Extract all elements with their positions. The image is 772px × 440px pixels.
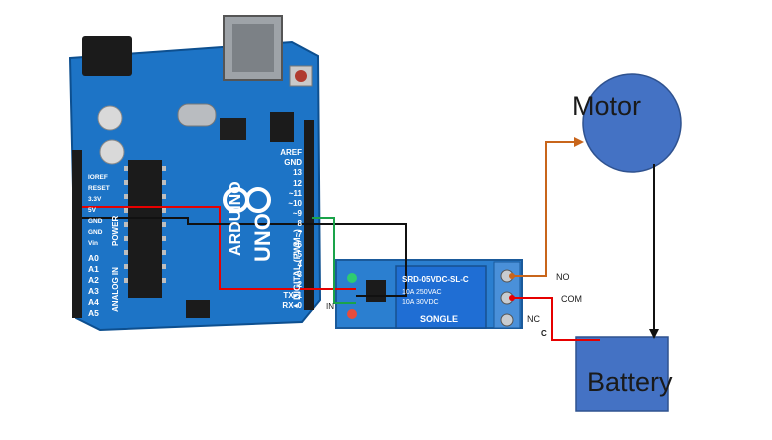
pin-label: RX◂0 [282, 300, 302, 310]
relay-no-label: NO [556, 272, 570, 282]
arrowhead-battery [649, 329, 659, 339]
arduino-model-text: UNO [250, 213, 275, 262]
pin-label: ~5 [292, 249, 302, 259]
led-red [347, 309, 357, 319]
arduino-brand-text: ARDUINO [227, 181, 244, 256]
pin-label: TX▸1 [283, 290, 302, 300]
power-label: POWER [111, 216, 120, 246]
pin-label: 3.3V [88, 196, 102, 203]
pin-label: ~3 [292, 270, 302, 280]
arrowhead-motor [574, 137, 584, 147]
dc-jack [82, 36, 132, 76]
pin-label: Vin [88, 240, 98, 247]
capacitor-2 [99, 139, 125, 165]
wire-orange-no-motor [512, 141, 582, 277]
pin-label: 5V [88, 207, 96, 214]
pin-label: A4 [88, 297, 99, 307]
motor-label: Motor [572, 91, 642, 121]
relay-model: SRD-05VDC-SL-C [402, 275, 469, 284]
pin-label: ~10 [288, 198, 302, 208]
relay-block [395, 265, 487, 329]
right-header [304, 120, 314, 310]
left-pin-labels: IOREF RESET 3.3V 5V GND GND Vin [88, 172, 128, 249]
pin-label: 12 [293, 178, 302, 188]
pin-label: 8 [297, 219, 302, 229]
relay-in-label: IN [326, 302, 334, 311]
pin-label: GND [284, 158, 302, 168]
pin-label: 4 [297, 260, 302, 270]
wire-red-com-battery [512, 297, 600, 341]
relay-brand: SONGLE [420, 314, 458, 324]
usb-chip [220, 118, 246, 140]
pin-label: GND [88, 229, 103, 236]
led-green [347, 273, 357, 283]
digital-label: DIGITAL (PWM~) [292, 229, 302, 300]
wire-green-signal [312, 217, 356, 304]
arduino-uno-board [68, 15, 322, 332]
battery-label: Battery [587, 367, 673, 397]
relay-module [335, 259, 523, 329]
pin-label: ~11 [288, 188, 302, 198]
pin-label: GND [88, 218, 103, 225]
pin-label: 2 [297, 280, 302, 290]
atmega-chip [128, 160, 162, 298]
pin-label: A0 [88, 253, 99, 263]
pin-label: A5 [88, 308, 99, 318]
pin-label: RESET [88, 185, 110, 192]
relay-rating-2: 10A 30VDC [402, 299, 439, 306]
arduino-logo [223, 187, 271, 213]
pin-label: 7 [297, 229, 302, 239]
analog-label: ANALOG IN [111, 267, 120, 312]
pin-label: 13 [293, 168, 302, 178]
reset-button [295, 70, 307, 82]
pin-label: AREF [280, 148, 302, 157]
capacitor-1 [97, 105, 123, 131]
wire-red-5v [82, 206, 356, 290]
relay-rating-1: 10A 250VAC [402, 289, 442, 296]
relay-nc-label: NC [527, 314, 540, 324]
pin-label: IOREF [88, 174, 108, 181]
pin-label: ~9 [292, 209, 302, 219]
battery-shape [575, 336, 669, 412]
left-header [72, 150, 82, 318]
pin-label: A1 [88, 264, 99, 274]
relay-com-label: COM [561, 294, 582, 304]
motor-shape [582, 73, 682, 173]
wire-black-gnd [82, 217, 407, 297]
pin-label: ~6 [292, 239, 302, 249]
pin-label: A2 [88, 275, 99, 285]
pin-label: A3 [88, 286, 99, 296]
relay-c-label: C [541, 329, 547, 338]
